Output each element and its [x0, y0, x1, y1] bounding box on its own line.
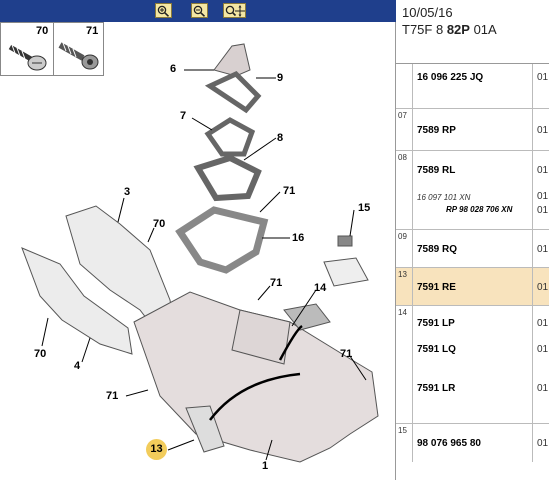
- zoom-in-button[interactable]: [155, 3, 172, 18]
- callout-71-a[interactable]: 71: [283, 185, 296, 197]
- callout-9[interactable]: 9: [277, 72, 284, 84]
- row-number: [396, 64, 413, 108]
- sub-part-number-2: RP 98 028 706 XN: [446, 205, 513, 214]
- callout-71-d[interactable]: 71: [340, 348, 353, 360]
- callout-8[interactable]: 8: [277, 132, 284, 144]
- part-number: 7591 RE: [417, 282, 456, 293]
- part-number: 7589 RP: [417, 125, 456, 136]
- zoom-out-icon: [193, 5, 206, 17]
- parts-list-panel: 10/05/16 T75F 8 82P 01A 16 096 225 JQ 01…: [396, 0, 549, 480]
- callout-1[interactable]: 1: [262, 460, 269, 472]
- sub-part-number: 16 097 101 XN: [417, 193, 471, 202]
- callout-4[interactable]: 4: [74, 360, 81, 372]
- callout-70-b[interactable]: 70: [34, 348, 47, 360]
- part-quantity-variant: 01: [537, 344, 549, 355]
- screw-71-icon: [58, 42, 99, 70]
- row-number: 08: [396, 151, 413, 229]
- sub-part-quantity: 01: [537, 191, 549, 202]
- part-quantity: 01: [537, 438, 549, 449]
- zoom-out-button[interactable]: [191, 3, 208, 18]
- parts-diagram: 70 71: [0, 22, 396, 480]
- table-row[interactable]: 08 7589 RL 01 16 097 101 XN 01 RP 98 028…: [396, 151, 549, 230]
- callout-6[interactable]: 6: [170, 63, 177, 75]
- part-number-variant: 7591 LR: [417, 383, 456, 394]
- zoom-in-icon: [157, 5, 170, 17]
- ref-prefix: T75F 8: [402, 22, 444, 37]
- sub-part-quantity-2: 01: [537, 205, 549, 216]
- revision-date: 10/05/16: [402, 5, 453, 20]
- part-quantity: 01: [537, 244, 549, 255]
- callout-71-c[interactable]: 71: [106, 390, 119, 402]
- legend-divider: [53, 23, 54, 75]
- row-number: 15: [396, 424, 413, 462]
- parts-table: 16 096 225 JQ 01 07 7589 RP 01 08 7589 R…: [396, 64, 549, 462]
- row-number: 13: [396, 268, 413, 305]
- part-number: 98 076 965 80: [417, 438, 481, 449]
- table-row[interactable]: 14 7591 LP 01 7591 LQ 01 7591 LR 01: [396, 306, 549, 424]
- screw-70-icon: [8, 44, 47, 71]
- zoom-pan-icon: [225, 5, 245, 17]
- part-quantity: 01: [537, 72, 549, 83]
- table-row[interactable]: 07 7589 RP 01: [396, 109, 549, 151]
- table-row[interactable]: 16 096 225 JQ 01: [396, 64, 549, 109]
- callout-71-b[interactable]: 71: [270, 277, 283, 289]
- callout-15[interactable]: 15: [358, 202, 371, 214]
- console-exploded-view: [21, 43, 379, 463]
- row-number: 14: [396, 306, 413, 423]
- part-quantity: 01: [537, 282, 549, 293]
- part-number: 7591 LP: [417, 318, 455, 329]
- callout-70[interactable]: 70: [36, 25, 49, 37]
- row-number: 07: [396, 109, 413, 150]
- table-row-selected[interactable]: 13 7591 RE 01: [396, 268, 549, 306]
- ref-suffix: 01A: [473, 22, 497, 37]
- callout-14[interactable]: 14: [314, 282, 327, 294]
- callout-13-highlighted[interactable]: 13: [146, 439, 167, 460]
- zoom-pan-button[interactable]: [223, 3, 246, 18]
- callout-3[interactable]: 3: [124, 186, 131, 198]
- table-row[interactable]: 15 98 076 965 80 01: [396, 424, 549, 462]
- diagram-toolbar: [0, 0, 396, 22]
- row-number: 09: [396, 230, 413, 267]
- part-quantity: 01: [537, 318, 549, 329]
- parts-list-header: 10/05/16 T75F 8 82P 01A: [396, 0, 549, 64]
- ref-bold: 82P: [446, 22, 470, 37]
- part-number: 16 096 225 JQ: [417, 72, 484, 83]
- part-number: 7589 RQ: [417, 244, 458, 255]
- part-number: 7589 RL: [417, 165, 456, 176]
- callout-7[interactable]: 7: [180, 110, 187, 122]
- callout-16[interactable]: 16: [292, 232, 305, 244]
- part-quantity: 01: [537, 125, 549, 136]
- table-row[interactable]: 09 7589 RQ 01: [396, 230, 549, 268]
- part-number-variant: 7591 LQ: [417, 344, 456, 355]
- part-quantity: 01: [537, 165, 549, 176]
- drawing-reference: T75F 8 82P 01A: [402, 22, 497, 37]
- callout-71[interactable]: 71: [86, 25, 99, 37]
- callout-70-a[interactable]: 70: [153, 218, 166, 230]
- part-quantity-variant: 01: [537, 383, 549, 394]
- fastener-legend: 70 71: [0, 22, 104, 76]
